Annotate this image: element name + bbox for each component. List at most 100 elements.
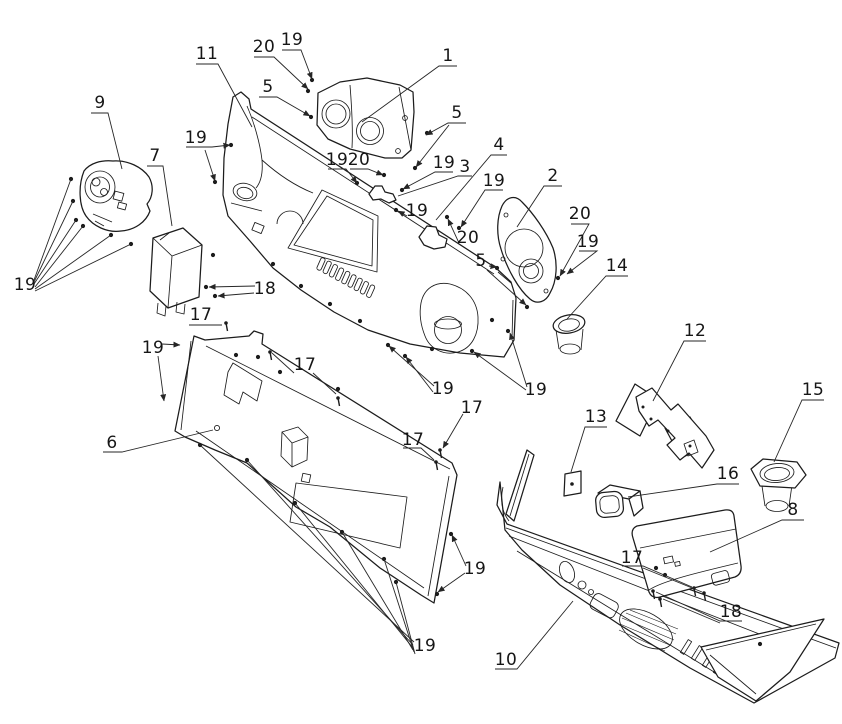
callout-label-11: 11 xyxy=(195,43,219,64)
callout-label-18: 18 xyxy=(253,278,277,299)
callout-label-4: 4 xyxy=(493,134,505,155)
screw-dot xyxy=(233,352,239,358)
callout-label-15: 15 xyxy=(801,379,825,400)
vent-slots xyxy=(316,257,376,298)
leader-line xyxy=(383,558,415,653)
screw-dot xyxy=(393,207,399,213)
part-2-gauge-plate xyxy=(497,196,557,303)
screw-pin xyxy=(336,396,341,407)
callout-label-8: 8 xyxy=(787,499,799,520)
leader-line xyxy=(217,292,255,299)
callout-label-19: 19 xyxy=(13,274,37,295)
leader-line xyxy=(395,581,416,655)
leader-line xyxy=(204,149,216,182)
callout-label-19: 19 xyxy=(141,337,165,358)
callout-label-2: 2 xyxy=(547,165,559,186)
part-8-glovebox-lid xyxy=(631,509,742,599)
callout-label-19: 19 xyxy=(431,378,455,399)
screw-dot xyxy=(456,225,462,231)
part-16-duct-sleeve xyxy=(595,484,644,519)
leader-line xyxy=(486,269,527,306)
screw-dot xyxy=(255,354,261,360)
leader-line xyxy=(442,413,464,449)
callout-label-20: 20 xyxy=(252,36,276,57)
screw-dot xyxy=(327,301,333,307)
callout-label-19: 19 xyxy=(576,231,600,252)
callout-label-17: 17 xyxy=(189,304,213,325)
part-14-vent-cup xyxy=(552,314,586,355)
screw-pin xyxy=(438,448,443,459)
part-1-cluster-housing xyxy=(316,77,415,159)
callout-label-20: 20 xyxy=(456,227,480,248)
screw-pin xyxy=(434,460,439,471)
screw-dot xyxy=(203,284,209,290)
screw-dot xyxy=(277,369,283,375)
leader-line xyxy=(294,502,414,649)
screw-dot xyxy=(357,318,363,324)
leader-line xyxy=(559,223,590,277)
leader-line xyxy=(208,283,256,290)
callout-label-18: 18 xyxy=(719,601,743,622)
part-6-lower-dash-panel xyxy=(174,330,458,604)
screw-dot xyxy=(270,261,276,267)
leader-line xyxy=(773,399,824,463)
leader-line xyxy=(388,345,435,387)
screw-dot xyxy=(469,348,475,354)
leader-line xyxy=(516,185,562,228)
part-13-pad xyxy=(563,470,582,497)
callout-label-6: 6 xyxy=(106,432,118,453)
leader-line xyxy=(271,352,295,374)
part-11-main-dash-panel xyxy=(222,91,517,358)
part-3-clip xyxy=(368,185,397,204)
leader-line xyxy=(328,168,358,184)
screw-pin xyxy=(658,597,663,608)
part-12-support-bracket xyxy=(615,383,715,469)
callout-label-14: 14 xyxy=(605,255,629,276)
callout-label-20: 20 xyxy=(347,149,371,170)
callout-label-17: 17 xyxy=(620,547,644,568)
screw-dot xyxy=(212,293,218,299)
screw-dot xyxy=(305,88,311,94)
callout-label-1: 1 xyxy=(442,45,454,66)
leader-line xyxy=(157,355,167,402)
callout-label-5: 5 xyxy=(262,76,274,97)
callout-label-10: 10 xyxy=(494,649,518,670)
leader-line xyxy=(570,426,607,473)
callout-label-7: 7 xyxy=(149,145,161,166)
leader-line xyxy=(196,63,253,128)
screw-dot xyxy=(524,304,530,310)
screw-pin xyxy=(651,589,656,600)
callout-label-19: 19 xyxy=(280,29,304,50)
callout-label-19: 19 xyxy=(413,635,437,656)
leader-line xyxy=(282,49,313,80)
leader-line xyxy=(397,210,408,217)
leader-line xyxy=(415,124,450,168)
part-4-clip xyxy=(418,225,448,250)
callout-label-17: 17 xyxy=(401,429,425,450)
leader-line xyxy=(435,154,507,221)
screw-dot xyxy=(505,328,511,334)
callout-label-3: 3 xyxy=(459,156,471,177)
leader-line xyxy=(161,341,181,348)
screw-dot xyxy=(434,591,440,597)
screw-pin xyxy=(702,591,707,602)
callout-label-19: 19 xyxy=(325,149,349,170)
part-15-vent-cup xyxy=(750,458,807,512)
leader-line xyxy=(91,112,123,170)
leader-line xyxy=(447,218,460,244)
leader-line xyxy=(425,122,466,136)
leader-line xyxy=(254,56,309,90)
callout-label-12: 12 xyxy=(683,320,707,341)
callout-label-19: 19 xyxy=(482,170,506,191)
leader-line xyxy=(34,243,132,292)
leader-line xyxy=(642,567,703,593)
leader-line xyxy=(566,250,599,275)
part-7-bracket-box xyxy=(149,227,203,317)
leader-line xyxy=(103,429,214,453)
callout-label-19: 19 xyxy=(184,127,208,148)
leader-line xyxy=(622,565,693,588)
leader-line xyxy=(397,175,472,197)
callout-label-5: 5 xyxy=(451,102,463,123)
